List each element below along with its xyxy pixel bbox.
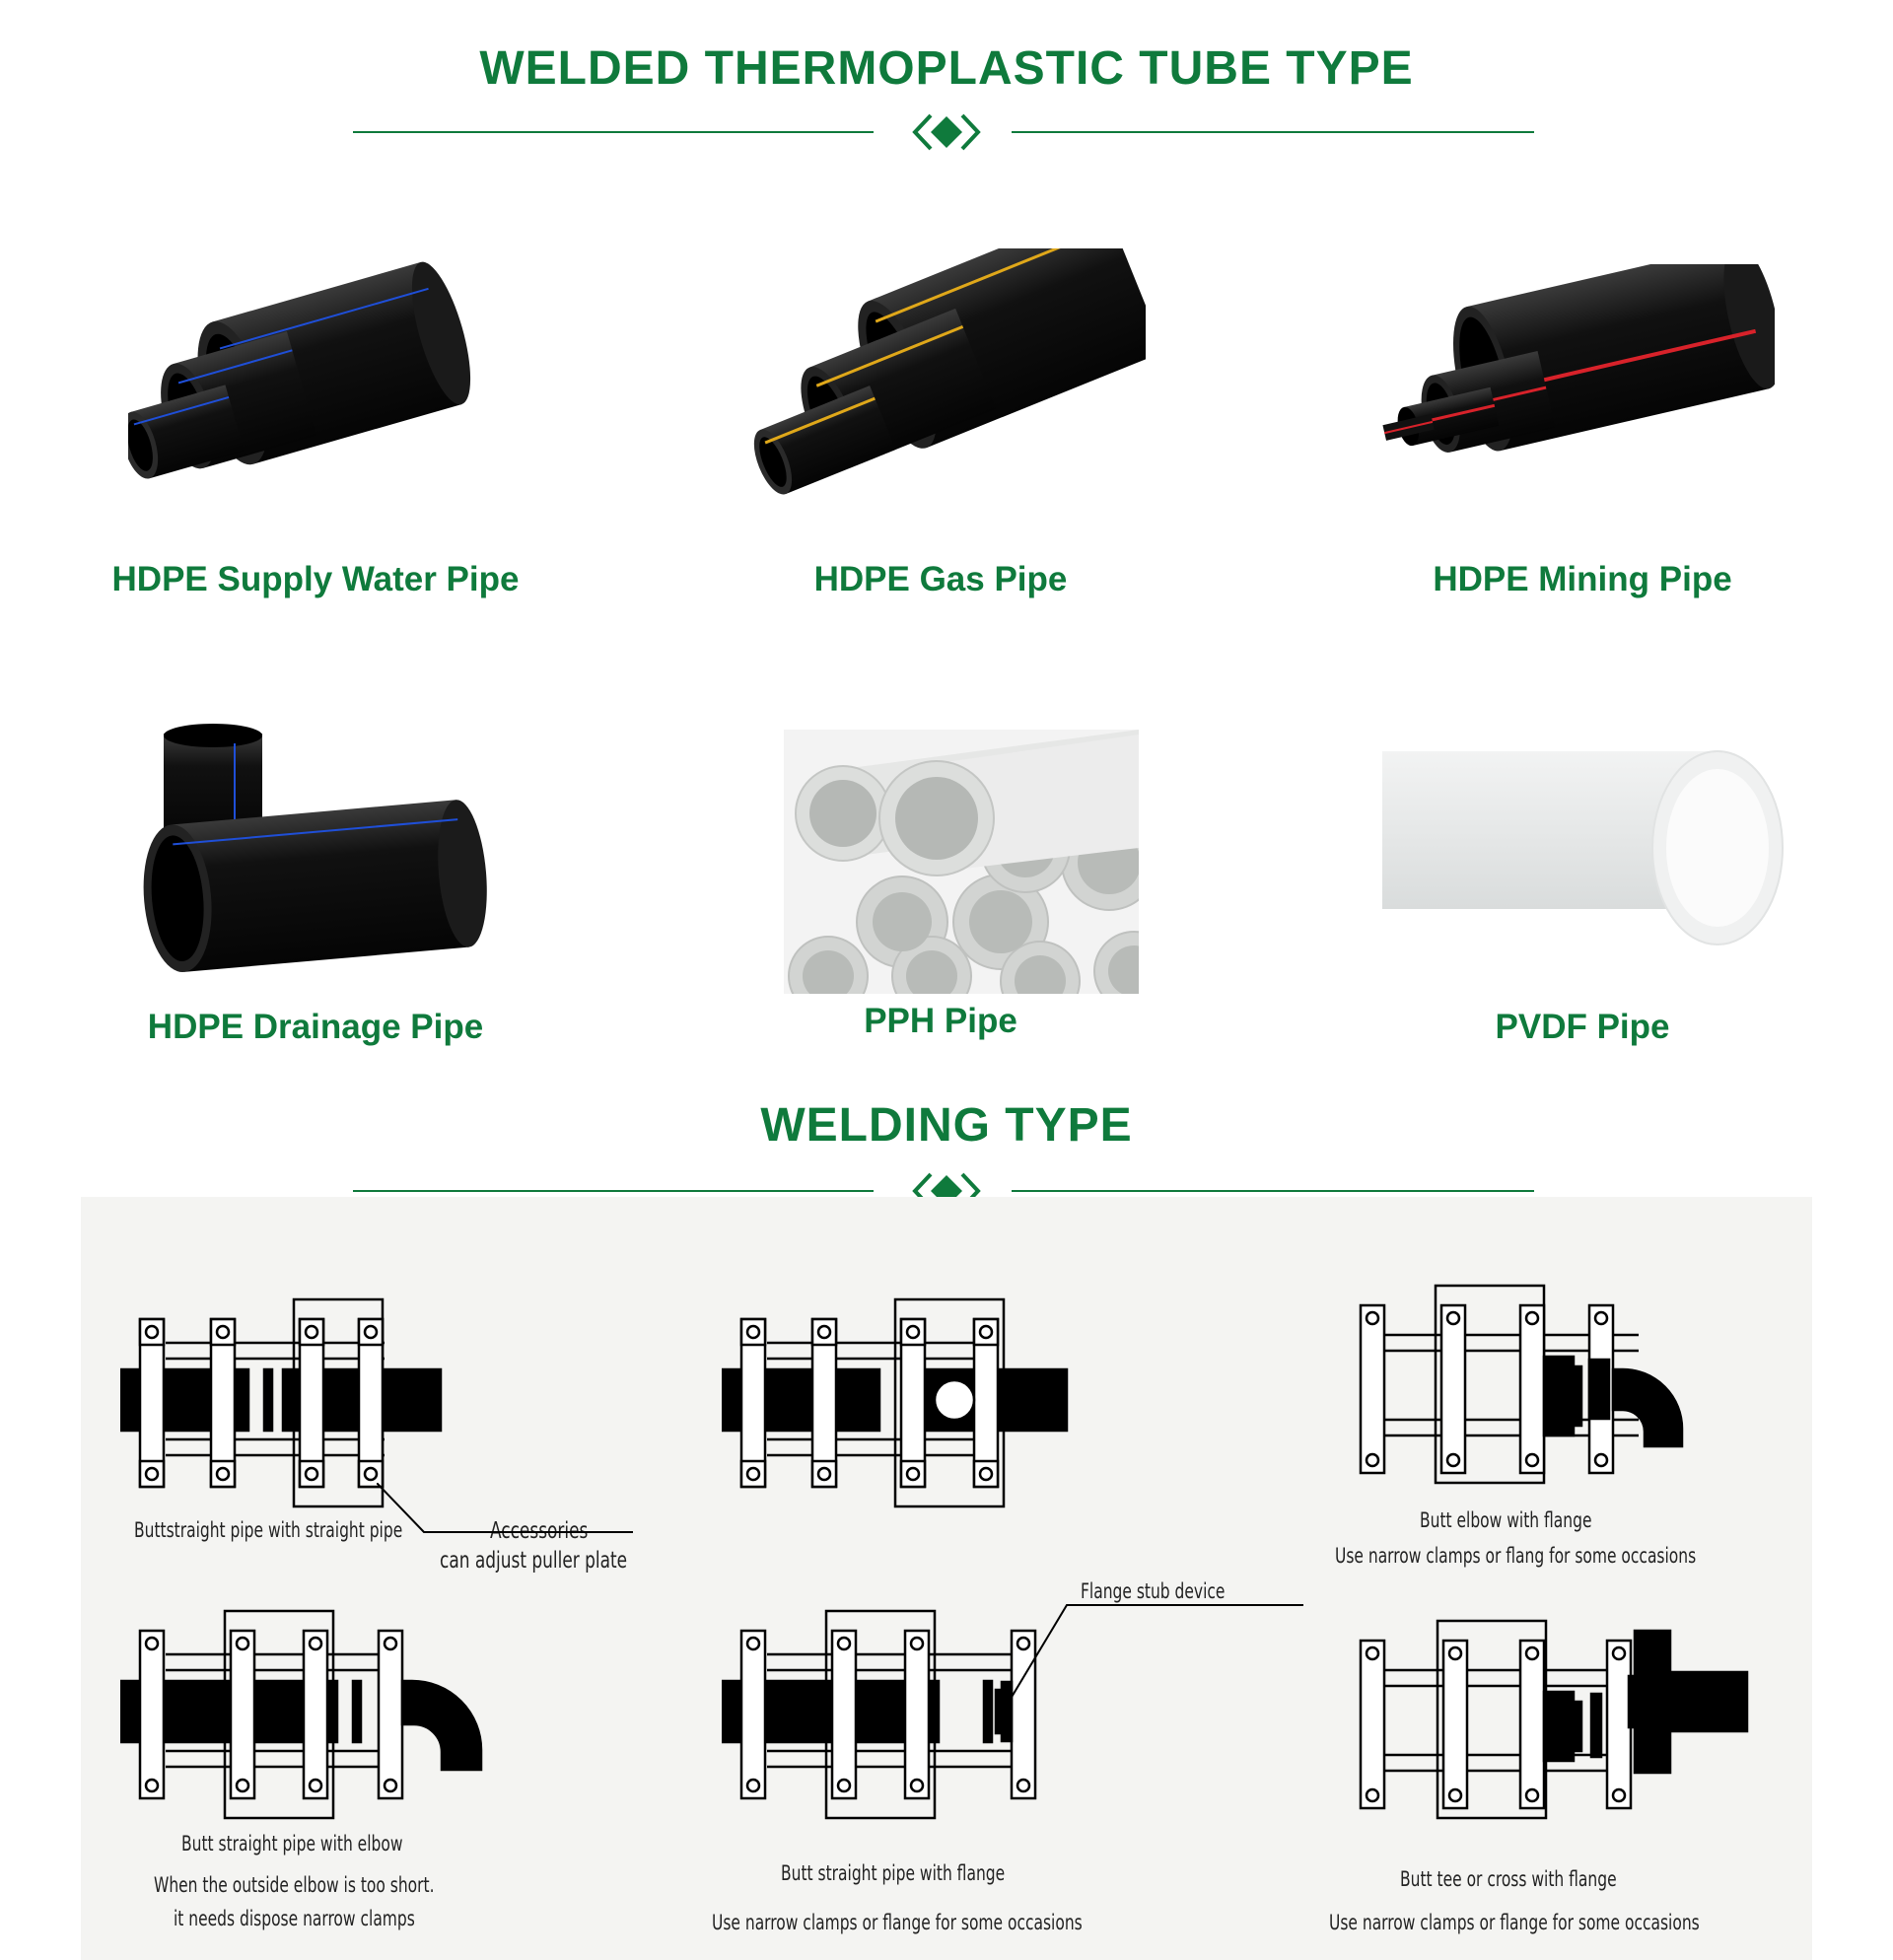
welding-diagram-straight-tee [722,1297,1069,1508]
product-image-supply-water [128,248,493,544]
diagram-note-tee-flange: Use narrow clamps or flange for some occ… [1329,1911,1700,1934]
welding-diagram-elbow-flange [1359,1284,1684,1485]
accessories-pointer [377,1483,633,1533]
diagram-caption-elbow-flange: Butt elbow with flange [1420,1508,1592,1532]
diagram-note-puller-plate: can adjust puller plate [440,1548,628,1574]
product-label-pvdf: PVDF Pipe [1495,1008,1670,1046]
product-image-gas [751,248,1146,544]
diagram-callout-flange-stub: Flange stub device [1081,1579,1226,1603]
welding-diagram-straight-elbow [120,1609,483,1820]
product-image-mining [1380,264,1775,521]
diagram-caption-straight-straight: Buttstraight pipe with straight pipe [134,1518,403,1542]
welding-title: WELDING TYPE [760,1099,1133,1152]
diagram-caption-tee-flange: Butt tee or cross with flange [1400,1867,1617,1891]
title-divider [0,103,1893,162]
product-label-gas: HDPE Gas Pipe [813,560,1068,598]
welding-diagram-panel: Buttstraight pipe with straight pipe Acc… [81,1197,1812,1960]
diagram-note-straight-flange: Use narrow clamps or flange for some occ… [712,1911,1083,1934]
product-label-mining: HDPE Mining Pipe [1433,560,1732,598]
diagram-note-straight-elbow-1: When the outside elbow is too short. [154,1873,435,1897]
welding-diagram-straight-straight [120,1297,443,1508]
product-label-drainage: HDPE Drainage Pipe [147,1008,484,1046]
product-image-pvdf [1382,749,1787,946]
product-image-pph [784,730,1139,994]
diagram-caption-straight-elbow: Butt straight pipe with elbow [181,1832,403,1855]
product-label-supply-water: HDPE Supply Water Pipe [111,560,520,598]
page-title: WELDED THERMOPLASTIC TUBE TYPE [479,42,1414,95]
diagram-note-elbow-flange: Use narrow clamps or flang for some occa… [1335,1544,1697,1568]
welding-diagram-tee-flange [1359,1619,1749,1820]
product-image-drainage [138,724,493,990]
diagram-caption-straight-flange: Butt straight pipe with flange [781,1861,1006,1885]
product-label-pph: PPH Pipe [864,1002,1017,1040]
diagram-note-straight-elbow-2: it needs dispose narrow clamps [174,1907,415,1930]
welding-diagram-straight-flange [722,1609,1037,1820]
flange-stub-pointer [1008,1604,1303,1705]
diamond-ornament-icon [912,113,981,151]
